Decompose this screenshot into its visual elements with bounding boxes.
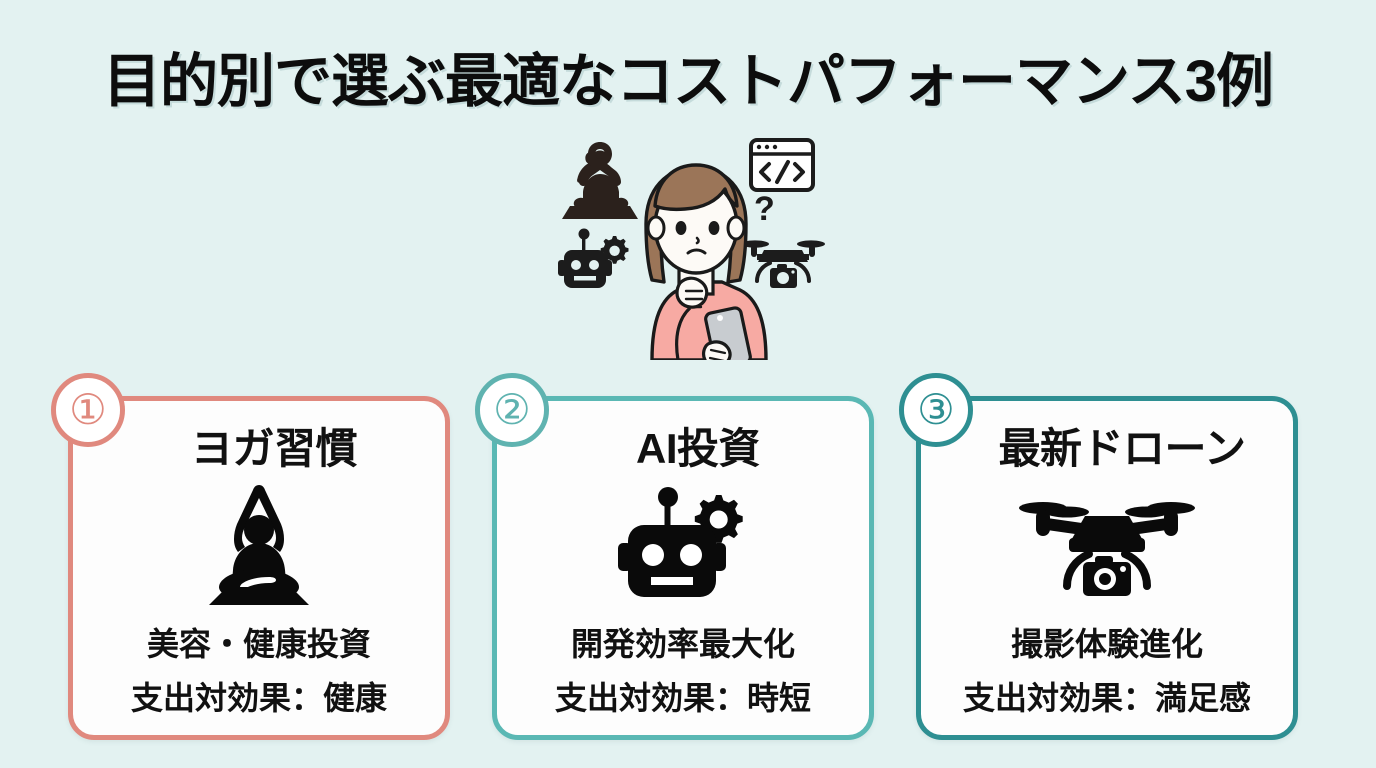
cards-row: ① ヨガ習慣 — [0, 373, 1376, 746]
code-window-icon — [749, 138, 815, 192]
yoga-icon — [562, 142, 638, 219]
card-line2-3: 支出対効果：満足感 — [962, 680, 1251, 716]
card-line2-1: 支出対効果：健康 — [130, 680, 387, 716]
card-title-2: AI投資 — [635, 425, 761, 472]
robot-gear-icon — [497, 479, 869, 611]
card-title-1: ヨガ習慣 — [190, 425, 358, 472]
card-ai[interactable]: ② AI投資 — [475, 373, 874, 740]
card-line1-3: 撮影体験進化 — [1010, 626, 1203, 662]
card-badge-2: ② — [475, 373, 549, 447]
drone-camera-icon — [921, 479, 1293, 611]
drone-camera-icon — [741, 240, 825, 288]
card-title-3: 最新ドローン — [998, 425, 1246, 472]
card-line1-2: 開発効率最大化 — [570, 626, 795, 662]
card-drone[interactable]: ③ 最新ドローン — [899, 373, 1298, 740]
svg-text:?: ? — [754, 190, 775, 228]
question-mark-icon: ? — [754, 190, 775, 228]
thinking-woman-illustration: ? — [548, 128, 838, 360]
card-badge-3: ③ — [899, 373, 973, 447]
card-yoga[interactable]: ① ヨガ習慣 — [51, 373, 450, 740]
page-title: 目的別で選ぶ最適なコストパフォーマンス3例 — [102, 49, 1274, 114]
woman-figure — [644, 163, 768, 360]
card-line2-2: 支出対効果：時短 — [554, 680, 811, 716]
robot-gear-icon — [558, 228, 629, 288]
card-badge-1: ① — [51, 373, 125, 447]
yoga-lotus-icon — [73, 479, 445, 611]
card-line1-1: 美容・健康投資 — [146, 626, 371, 662]
